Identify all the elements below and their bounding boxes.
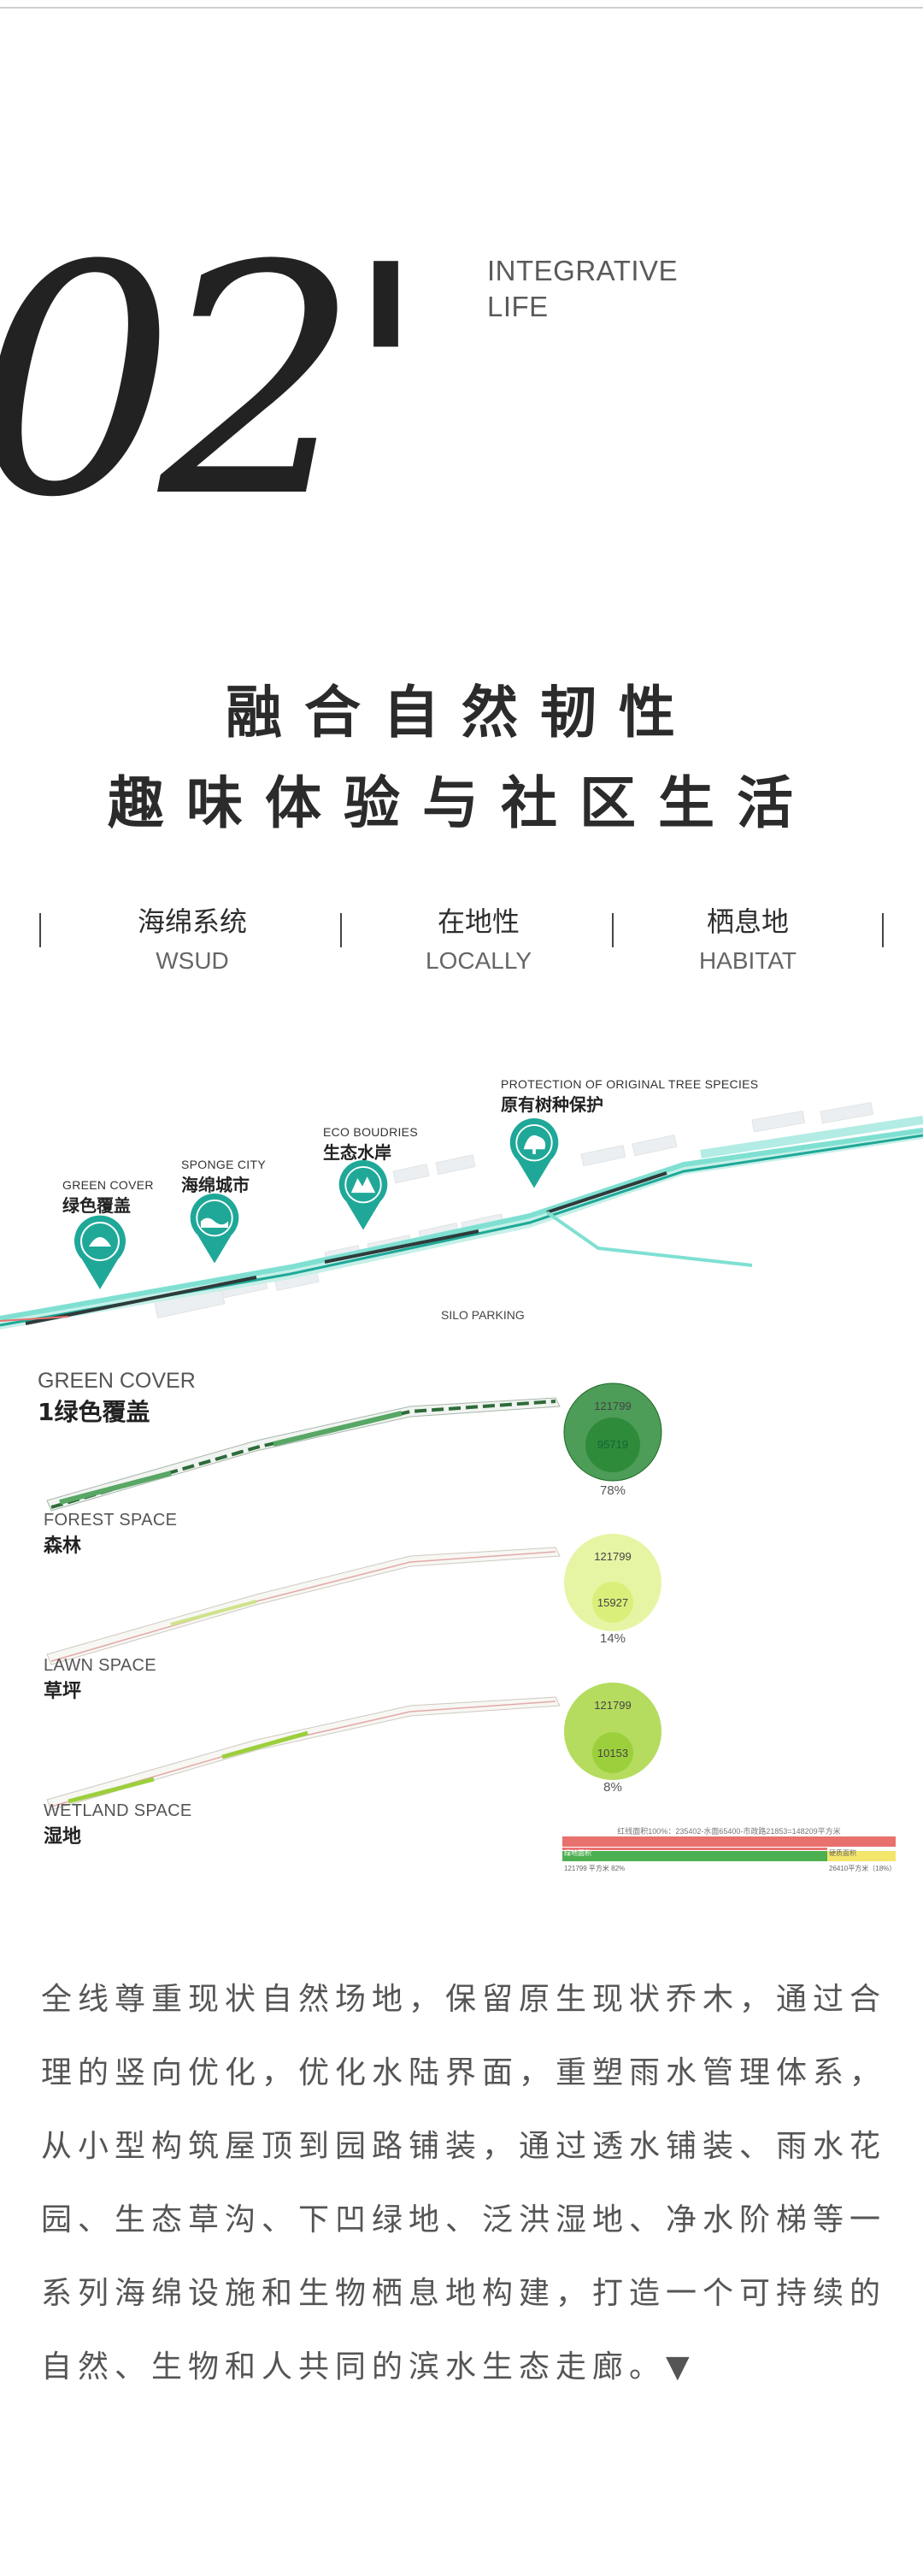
- divider-bar: [612, 913, 614, 947]
- row-cn: 草坪: [44, 1681, 82, 1702]
- marker-en: ECO BOUDRIES: [323, 1125, 418, 1139]
- marker-en: GREEN COVER: [62, 1178, 154, 1192]
- circle-percent: 14%: [599, 1631, 626, 1646]
- row-en: FOREST SPACE: [44, 1511, 178, 1530]
- feature-en: LOCALLY: [426, 947, 532, 974]
- marker-tree-protection: PROTECTION OF ORIGINAL TREE SPECIES 原有树种…: [501, 1077, 758, 1116]
- divider-bar: [340, 913, 342, 947]
- row-en: LAWN SPACE: [44, 1656, 156, 1675]
- feature-wsud: 海绵系统 WSUD: [94, 905, 291, 980]
- tree-icon: [74, 1215, 126, 1289]
- feature-en: HABITAT: [698, 947, 797, 974]
- marker-eco-boundries: ECO BOUDRIES 生态水岸: [323, 1125, 418, 1164]
- row-title-forest: FOREST SPACE 森林: [44, 1511, 177, 1558]
- feature-en: WSUD: [156, 947, 229, 974]
- legend-left-value: 121799 平方米 82%: [564, 1865, 626, 1872]
- section-label-line-1: INTEGRATIVE: [487, 255, 679, 286]
- analysis-drawing: [46, 1382, 896, 1861]
- branch-canal: [545, 1211, 753, 1267]
- silo-parking-label: SILO PARKING: [441, 1308, 525, 1322]
- body-paragraph: 全线尊重现状自然场地，保留原生现状乔木，通过合理的竖向优化，优化水陆界面，重塑雨…: [41, 1982, 887, 2384]
- section-number: 02': [0, 214, 413, 513]
- legend-caption: 红线面积100%：235402-水面65400-市政路21853=148209平…: [617, 1827, 841, 1836]
- circle-total: 121799: [594, 1400, 632, 1412]
- row-title-wetland: WETLAND SPACE 湿地: [44, 1801, 192, 1848]
- site-map: GREEN COVER 绿色覆盖 SPONGE CITY 海绵城市 ECO BO…: [0, 1069, 923, 1329]
- feature-cn: 海绵系统: [137, 905, 247, 938]
- row-cn: 湿地: [44, 1826, 82, 1848]
- marker-sponge-city: SPONGE CITY 海绵城市: [181, 1158, 266, 1196]
- row-title-lawn: LAWN SPACE 草坪: [44, 1656, 156, 1703]
- section-label-line-2: LIFE: [487, 291, 549, 322]
- feature-locally: 在地性 LOCALLY: [380, 905, 577, 980]
- legend-left-label: 绿地面积: [564, 1849, 591, 1857]
- river-edge: [0, 1128, 923, 1321]
- marker-en: SPONGE CITY: [181, 1158, 266, 1171]
- divider-bar: [882, 913, 884, 947]
- circle-percent: 78%: [599, 1483, 626, 1498]
- green-cover-analysis: GREEN COVER 1绿色覆盖 FOREST SPACE 森林 LAWN S…: [0, 1364, 923, 1894]
- legend-bars: [562, 1836, 896, 1861]
- circle-percent: 8%: [603, 1780, 622, 1795]
- pie-lawn: [564, 1683, 661, 1780]
- marker-green-cover: GREEN COVER 绿色覆盖: [62, 1178, 154, 1217]
- legend-right-value: 26410平方米（18%）: [829, 1865, 897, 1872]
- marker-cn: 原有树种保护: [501, 1094, 603, 1115]
- site-strip-green-cover: [46, 1397, 561, 1512]
- section-label: INTEGRATIVE LIFE: [487, 253, 678, 325]
- pie-green-cover: [563, 1382, 662, 1482]
- row-cn: 1绿色覆盖: [38, 1398, 150, 1426]
- feature-cn: 在地性: [437, 905, 520, 938]
- marker-cn: 海绵城市: [181, 1175, 250, 1195]
- row-title-green-cover: GREEN COVER 1绿色覆盖: [38, 1369, 196, 1428]
- site-strip-lawn: [46, 1696, 561, 1811]
- red-line: [0, 1316, 69, 1322]
- site-map-drawing: [0, 1102, 923, 1329]
- circle-part: 95719: [597, 1438, 629, 1451]
- section-number-graphic: 02': [0, 214, 430, 513]
- river-upper: [700, 1116, 923, 1158]
- marker-en: PROTECTION OF ORIGINAL TREE SPECIES: [501, 1077, 759, 1091]
- greenway-path: [25, 1171, 667, 1325]
- site-strip-forest: [46, 1547, 561, 1665]
- shoreline-icon: [338, 1160, 388, 1230]
- row-en: GREEN COVER: [38, 1369, 196, 1393]
- row-en: WETLAND SPACE: [44, 1801, 192, 1820]
- feature-cn: 栖息地: [706, 905, 789, 938]
- feature-nav: 海绵系统 WSUD 在地性 LOCALLY 栖息地 HABITAT: [0, 905, 923, 981]
- pie-forest: [564, 1534, 661, 1631]
- circle-part: 15927: [597, 1596, 629, 1609]
- divider-bar: [39, 913, 41, 947]
- area-legend: 红线面积100%：235402-水面65400-市政路21853=148209平…: [562, 1825, 896, 1877]
- row-cn: 森林: [44, 1536, 82, 1557]
- marker-cn: 绿色覆盖: [62, 1195, 131, 1216]
- top-rule: [0, 7, 923, 9]
- legend-right-label: 硬质面积: [829, 1849, 856, 1857]
- circle-total: 121799: [594, 1699, 632, 1712]
- heading-line-1: 融合自然韧性: [226, 679, 697, 746]
- tree-icon: [509, 1118, 559, 1188]
- marker-cn: 生态水岸: [323, 1142, 391, 1163]
- feature-habitat: 栖息地 HABITAT: [650, 905, 846, 980]
- circle-total: 121799: [594, 1550, 632, 1563]
- circle-part: 10153: [597, 1747, 629, 1760]
- heading-line-2: 趣味体验与社区生活: [108, 769, 815, 836]
- water-icon: [190, 1194, 239, 1264]
